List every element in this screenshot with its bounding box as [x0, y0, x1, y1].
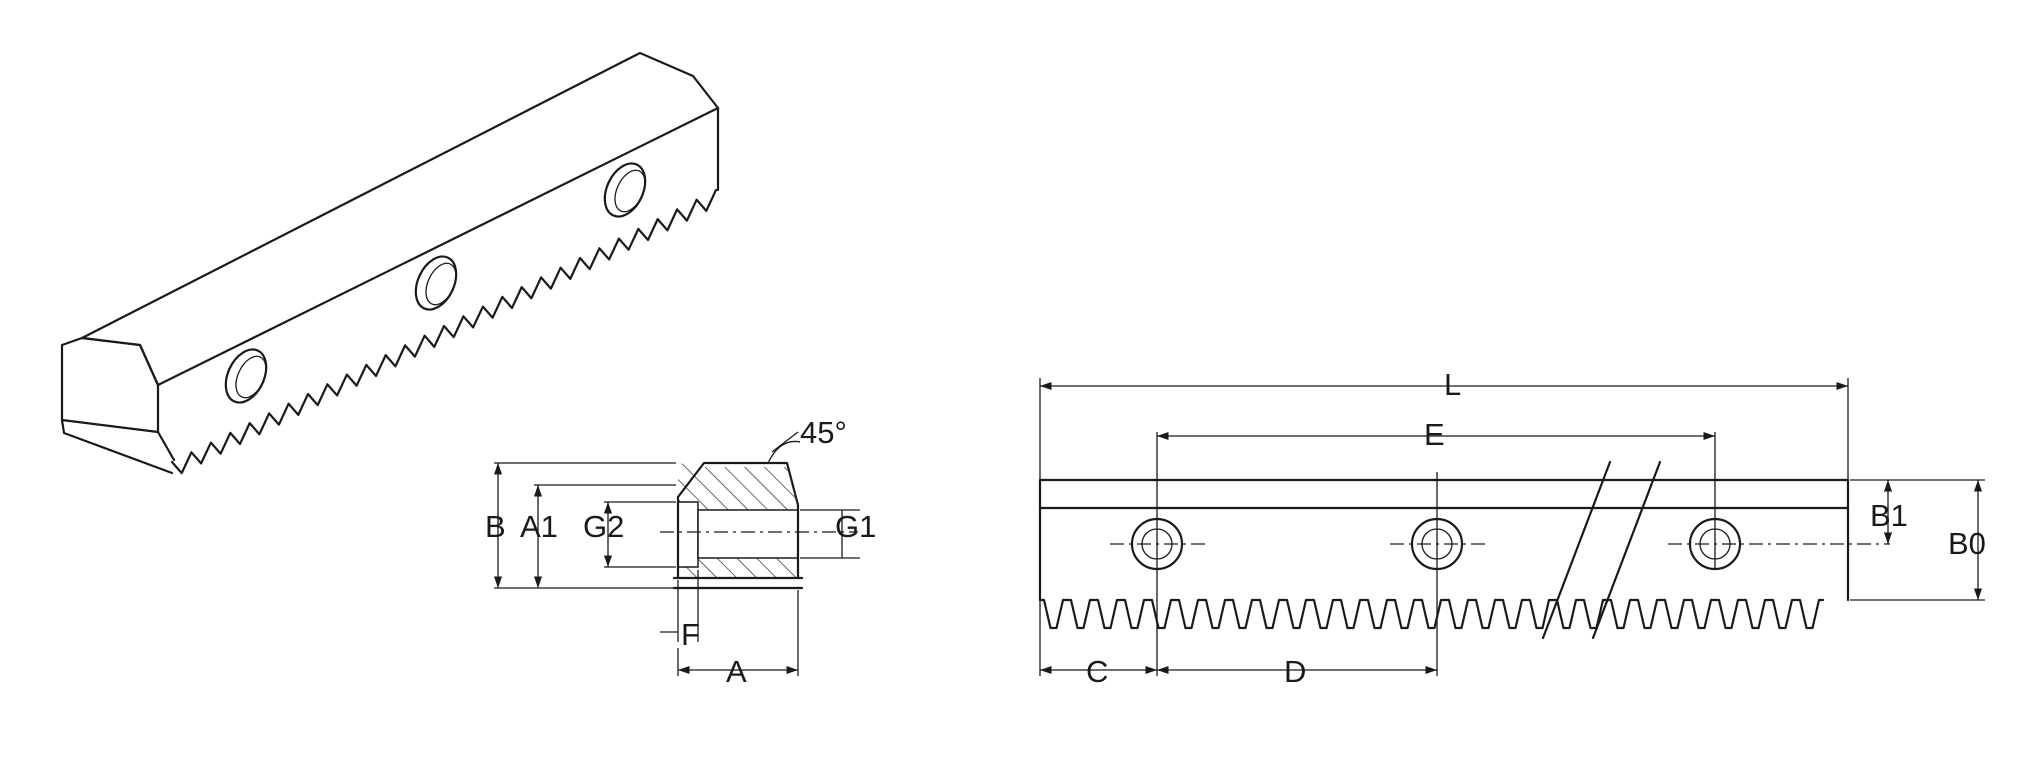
angle-arc: [767, 440, 801, 464]
angle-leader: [771, 431, 799, 453]
section-view: 45° B A1 G2 G1 F A: [485, 415, 876, 689]
dim-A-label: A: [726, 654, 747, 689]
isometric-view: [60, 51, 720, 475]
break-line-1: [1541, 460, 1612, 640]
dim-G1-label: G1: [835, 509, 876, 544]
iso-face-bottom: [156, 430, 176, 462]
iso-chamfer-face: [60, 336, 160, 434]
dim-A1-label: A1: [520, 509, 558, 544]
dim-B0-label: B0: [1948, 526, 1986, 561]
iso-top-face: [80, 51, 720, 387]
dim-E-label: E: [1424, 417, 1445, 452]
iso-bottom-left: [60, 418, 174, 475]
angle-label: 45°: [800, 415, 847, 450]
iso-hole-2: [414, 255, 458, 311]
iso-hole-3: [603, 162, 647, 218]
front-teeth: [1038, 598, 1825, 630]
dim-C-label: C: [1086, 654, 1108, 689]
dim-G2-label: G2: [583, 509, 624, 544]
front-body-outline: [1038, 478, 1850, 602]
front-view: L E B1 B0 C D: [1038, 367, 1986, 689]
iso-teeth: [170, 188, 718, 475]
dim-L-label: L: [1444, 367, 1461, 402]
break-line-2: [1591, 460, 1662, 640]
dim-B1-label: B1: [1870, 498, 1908, 533]
dim-F-label: F: [681, 617, 700, 652]
section-outline: [676, 461, 800, 580]
section-counterbore: [677, 501, 699, 568]
section-bore: [697, 509, 799, 559]
dim-B-label: B: [485, 509, 506, 544]
iso-hole-1: [224, 348, 268, 404]
dim-D-label: D: [1284, 654, 1306, 689]
